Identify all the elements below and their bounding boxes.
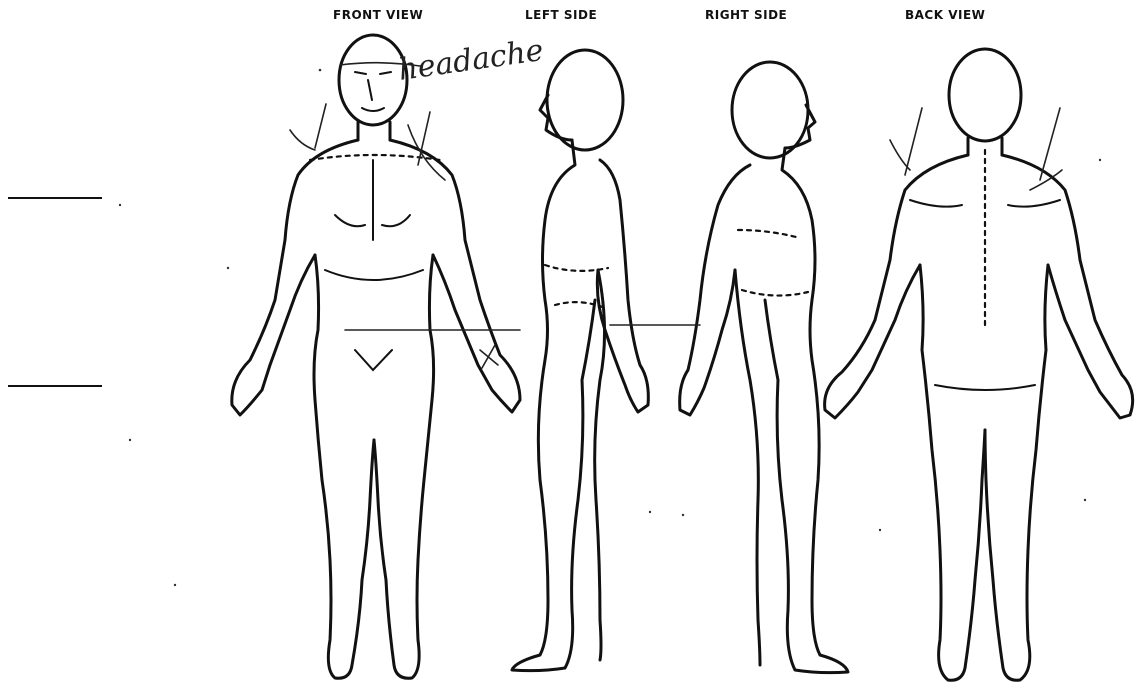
back-view-figure bbox=[825, 49, 1133, 680]
headache-note: headache bbox=[396, 33, 545, 88]
right-side-figure bbox=[680, 62, 848, 673]
left-side-figure bbox=[512, 50, 648, 671]
handwritten-annotations: headache bbox=[290, 33, 1062, 368]
front-view-figure bbox=[232, 35, 520, 678]
